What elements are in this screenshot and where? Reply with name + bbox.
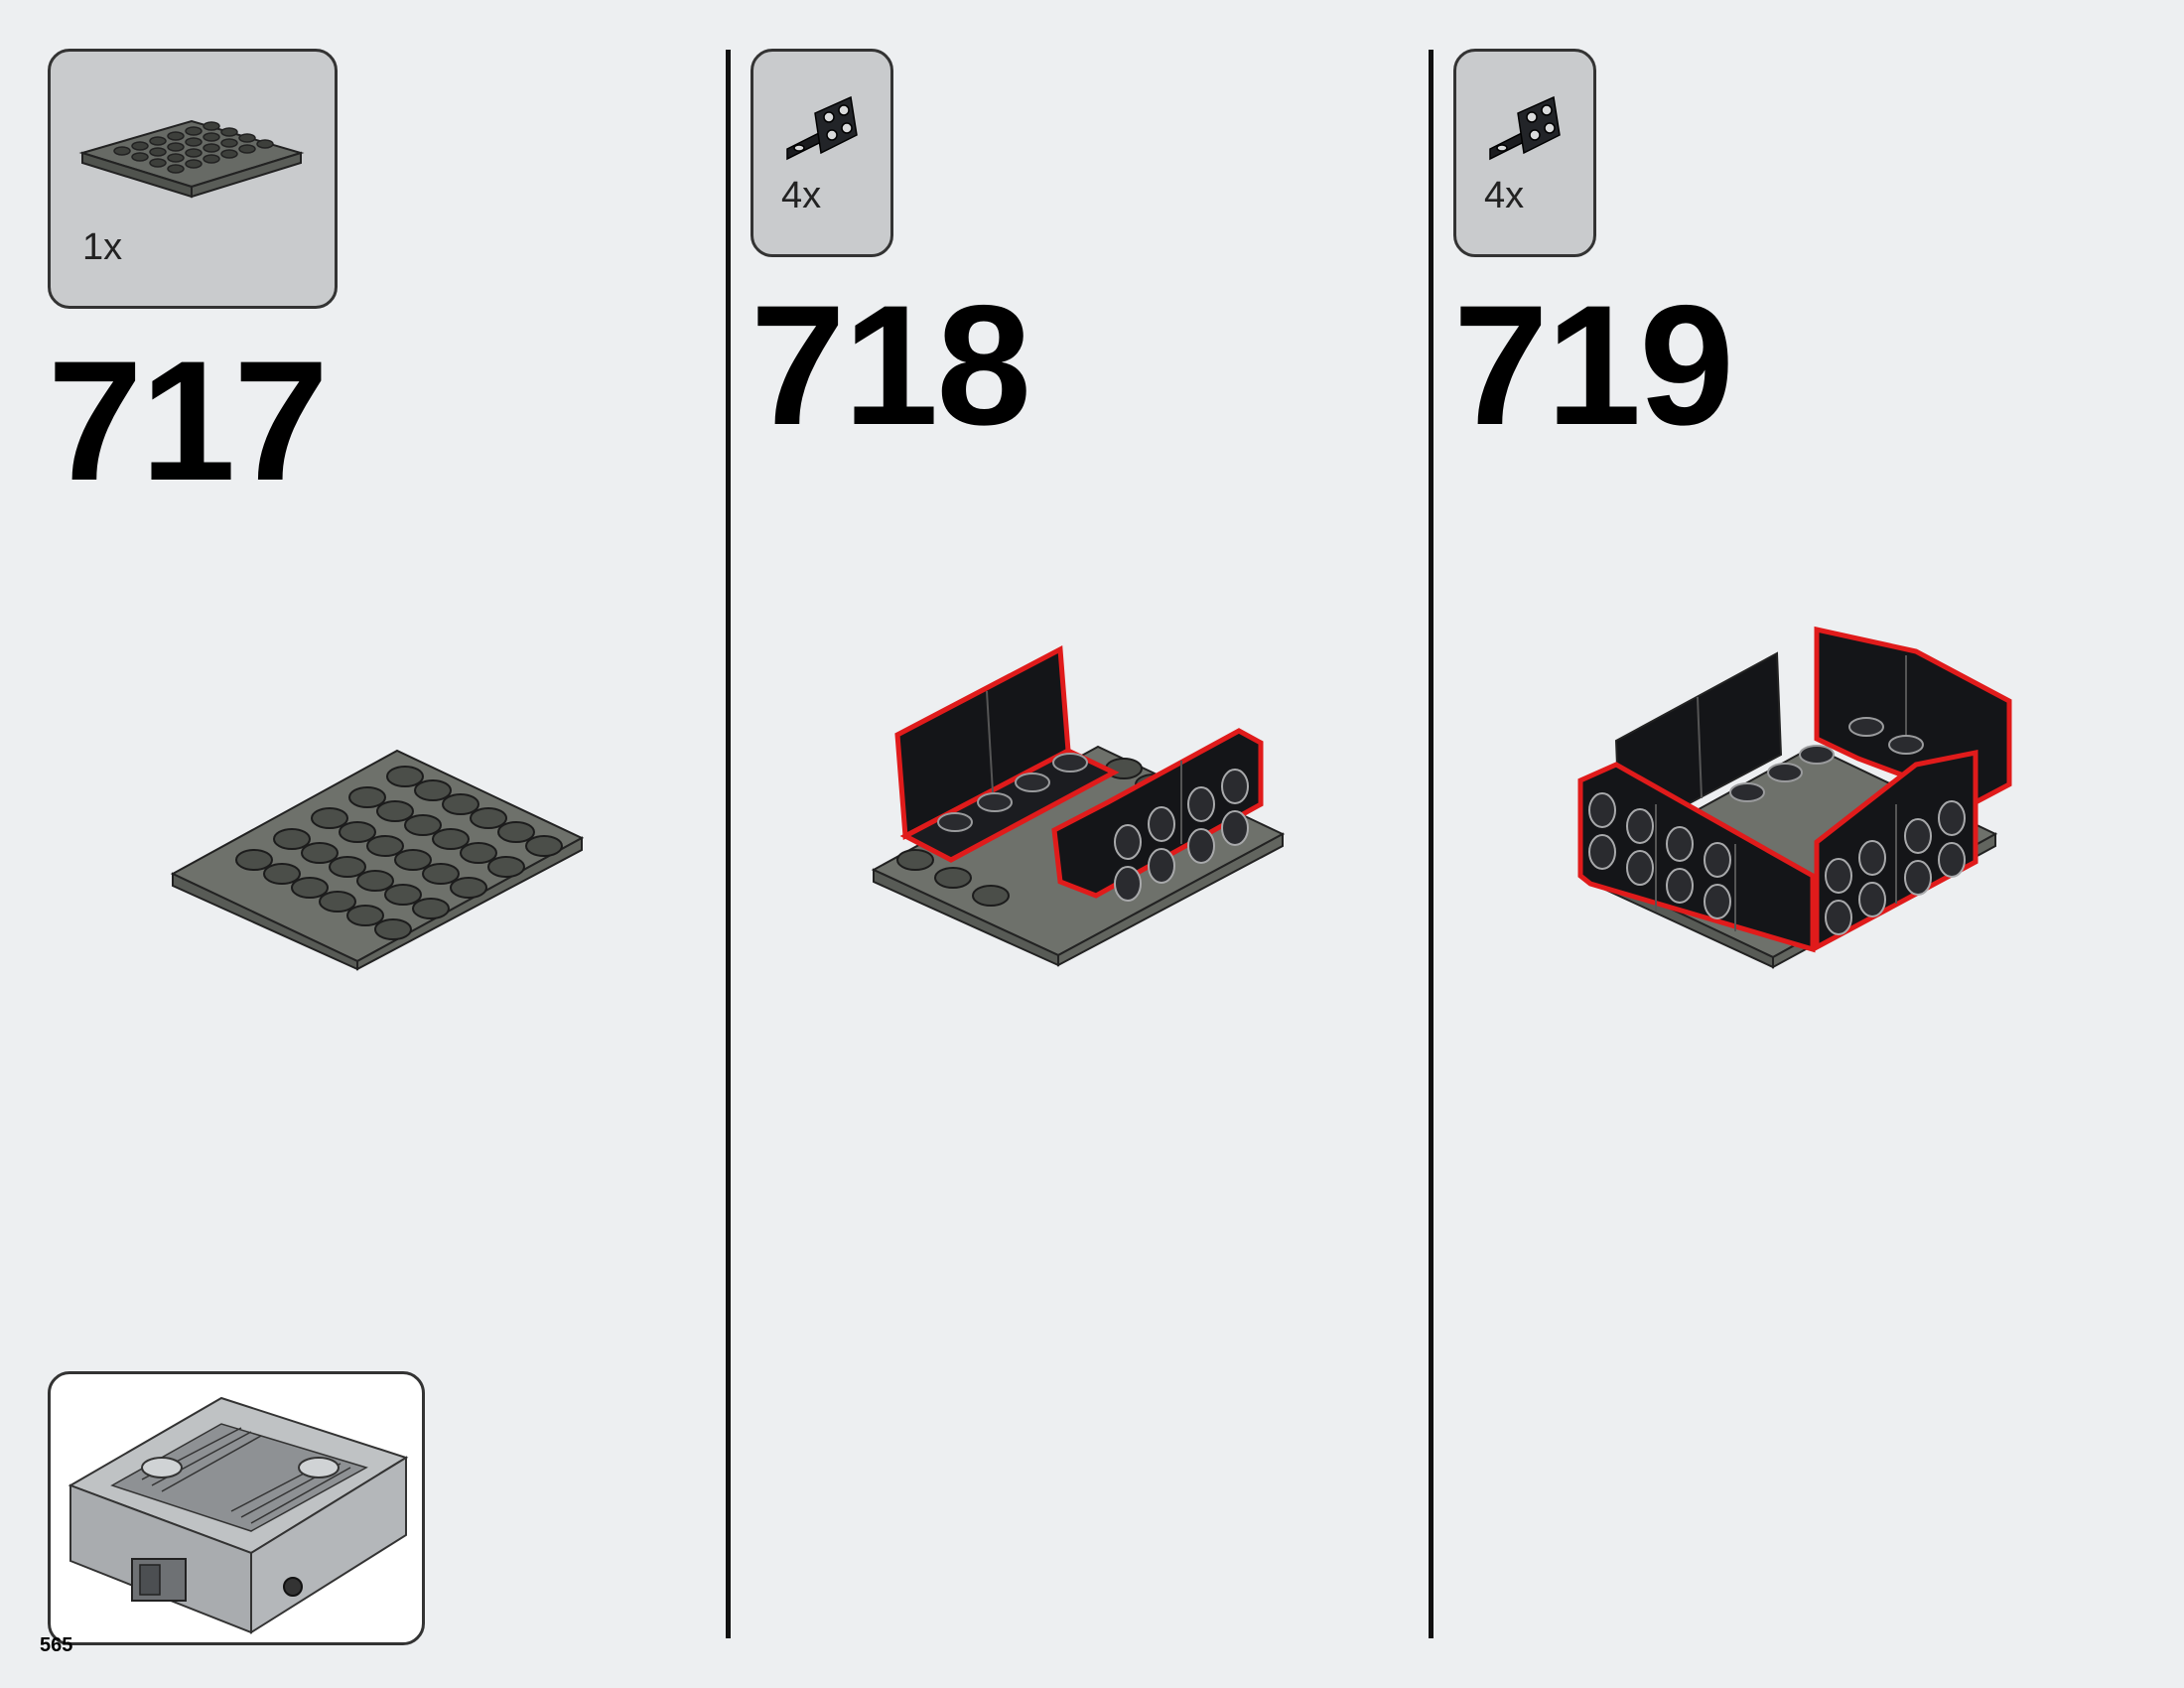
step-719-model xyxy=(1577,626,2012,969)
submodel-preview-image xyxy=(68,1396,409,1634)
part-quantity: 4x xyxy=(781,175,822,216)
column-divider-2 xyxy=(1429,50,1433,1638)
step-718-parts-callout: 4x xyxy=(751,49,893,257)
submodel-overview-inset xyxy=(48,1371,425,1645)
bracket-1x2-2x2-black-icon xyxy=(786,95,858,161)
step-717-model xyxy=(170,749,585,971)
step-number: 717 xyxy=(48,326,329,516)
step-number: 719 xyxy=(1453,270,1734,461)
part-quantity: 4x xyxy=(1484,175,1525,216)
plate-4x6-dark-grey-icon xyxy=(78,119,305,199)
bracket-1x2-2x2-black-icon xyxy=(1489,95,1561,161)
column-divider-1 xyxy=(726,50,731,1638)
step-718-model xyxy=(871,645,1286,967)
page-number: 565 xyxy=(40,1634,73,1656)
step-717-parts-callout: 1x xyxy=(48,49,338,309)
part-quantity: 1x xyxy=(82,226,123,268)
step-number: 718 xyxy=(751,270,1031,461)
step-719-parts-callout: 4x xyxy=(1453,49,1596,257)
